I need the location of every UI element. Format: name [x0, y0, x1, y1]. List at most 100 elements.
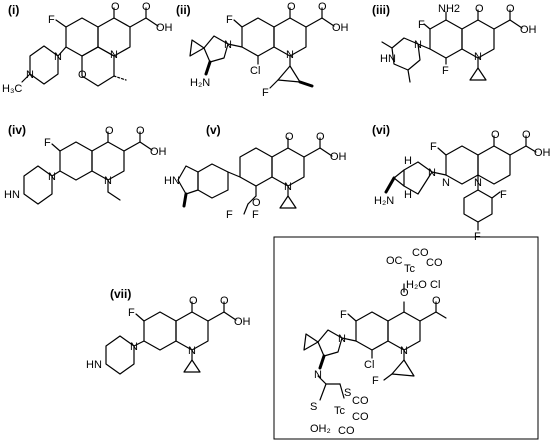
atom-o: O	[189, 295, 198, 307]
atom-oh: OH	[156, 22, 173, 34]
atom-f: F	[372, 375, 379, 387]
atom-n: N	[130, 341, 138, 353]
atom-f: F	[252, 209, 259, 221]
atom-f: F	[340, 309, 347, 321]
atom-f: F	[418, 19, 425, 31]
atom-co: CO	[352, 411, 369, 423]
benzene-v	[197, 163, 229, 199]
atom-h2n: H₂N	[190, 77, 210, 89]
atom-n: N	[110, 49, 118, 61]
cyclopropyl-cx	[391, 359, 415, 377]
atom-cl: Cl	[364, 359, 374, 371]
atom-h: H	[404, 189, 412, 201]
cyclopropyl-iii	[469, 67, 487, 81]
atom-o: O	[220, 295, 229, 307]
structure-vi: (vi) O O OH F N N N H H H₂N F F	[372, 123, 550, 243]
atom-o: O	[142, 1, 151, 13]
atom-f: F	[430, 141, 437, 153]
atom-s: S	[344, 387, 351, 399]
atom-o: O	[475, 3, 484, 15]
structure-v: (v) O O OH N HN O F F	[164, 123, 347, 221]
structure-iv: (iv) O O OH F N N HN	[4, 123, 167, 205]
atom-n: N	[474, 177, 482, 189]
structure-i: (i) O O OH F N O N N H₃C	[2, 1, 173, 95]
atom-f: F	[128, 307, 135, 319]
structure-vii: (vii) O O OH F N N HN	[86, 287, 251, 375]
atom-n: N	[428, 167, 436, 179]
atom-o: O	[491, 129, 500, 141]
atom-hn: HN	[164, 175, 180, 187]
atom-s: S	[310, 401, 317, 413]
atom-n: N	[26, 69, 34, 81]
atom-co: CO	[352, 395, 369, 407]
structure-iii: (iii) NH2 O O OH F F N N HN	[372, 3, 537, 83]
isoindoline-v	[177, 165, 199, 195]
atom-h3c: H₃C	[2, 83, 22, 95]
complex-frame	[273, 236, 539, 440]
atom-f: F	[44, 137, 51, 149]
label-vii: (vii)	[110, 287, 131, 301]
atom-n: N	[338, 333, 346, 345]
atom-n: N	[400, 345, 408, 357]
atom-n: N	[284, 181, 292, 193]
ring-vi-b	[477, 145, 511, 185]
piperazine-iii	[391, 37, 421, 71]
piperazine-iv	[23, 165, 53, 205]
atom-h2o: H₂O	[406, 279, 427, 291]
atom-cl: Cl	[430, 279, 440, 291]
label-ii: (ii)	[176, 3, 191, 17]
label-iii: (iii)	[372, 3, 390, 17]
ring-cx-a	[355, 311, 389, 351]
atom-oh: OH	[330, 151, 347, 163]
atom-o: O	[432, 295, 441, 307]
atom-f: F	[500, 189, 507, 201]
atom-o: O	[252, 197, 261, 209]
atom-co: CO	[412, 247, 429, 259]
atom-o: O	[316, 131, 325, 143]
atom-f: F	[226, 209, 233, 221]
atom-n: N	[224, 39, 232, 51]
atom-f: F	[442, 65, 449, 77]
spiro-cx	[303, 333, 319, 351]
atom-tc: Tc	[404, 263, 416, 275]
atom-oh: OH	[534, 147, 550, 159]
structure-ii: (ii) O O OH F Cl N N H₂N F	[176, 1, 349, 99]
piperazine-vii	[105, 335, 135, 375]
atom-o: O	[136, 125, 145, 137]
atom-o: O	[105, 125, 114, 137]
label-iv: (iv)	[8, 123, 26, 137]
atom-n: N	[442, 177, 450, 189]
atom-hn: HN	[86, 359, 102, 371]
atom-o: O	[506, 3, 515, 15]
atom-h: H	[404, 155, 412, 167]
cyclopropyl-ii	[277, 65, 301, 83]
label-i: (i)	[8, 3, 19, 17]
atom-f: F	[48, 14, 55, 26]
cyclopropyl-vii	[183, 359, 201, 373]
atom-o: O	[318, 1, 327, 13]
atom-o: O	[522, 129, 531, 141]
atom-n: N	[104, 175, 112, 187]
atom-n: N	[474, 51, 482, 63]
atom-n: N	[314, 369, 322, 381]
atom-n: N	[54, 51, 62, 63]
label-v: (v)	[206, 123, 221, 137]
atom-nh2: NH2	[438, 3, 460, 15]
pyrrolidine-cx	[317, 329, 343, 357]
atom-tc: Tc	[334, 405, 346, 417]
atom-oc: OC	[386, 255, 403, 267]
cyclopropyl-v	[279, 195, 297, 209]
ring-iv-a	[59, 141, 93, 181]
spiro-ii	[189, 39, 205, 57]
atom-oh: OH	[234, 316, 251, 328]
atom-o: O	[400, 287, 409, 299]
difluorophenyl-vi	[463, 189, 493, 223]
atom-hn: HN	[380, 53, 396, 65]
pyrrolidine-ii	[203, 35, 229, 63]
atom-hn: HN	[4, 189, 20, 201]
atom-cl: Cl	[250, 65, 260, 77]
ring-iii-a	[429, 19, 463, 59]
atom-oh: OH	[332, 22, 349, 34]
